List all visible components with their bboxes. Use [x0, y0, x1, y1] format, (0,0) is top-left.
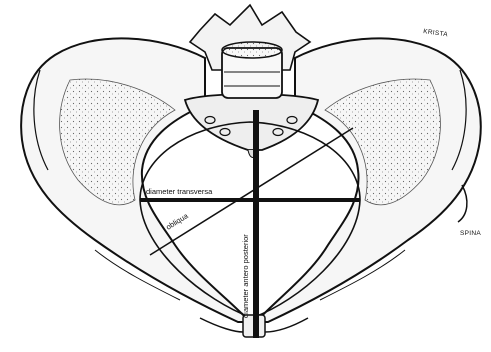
right-ilium — [256, 38, 481, 322]
label-spina: SPINA — [460, 230, 481, 237]
sacrum — [185, 94, 318, 158]
left-ilium — [21, 38, 250, 322]
vertebra — [190, 5, 310, 98]
label-diameter-transversa: diameter transversa — [146, 187, 213, 196]
label-krista: KRISTA — [423, 28, 449, 38]
label-obliqua: obliqua — [164, 211, 190, 232]
label-diameter-antero-posterior: diameter antero posterior — [241, 234, 250, 318]
